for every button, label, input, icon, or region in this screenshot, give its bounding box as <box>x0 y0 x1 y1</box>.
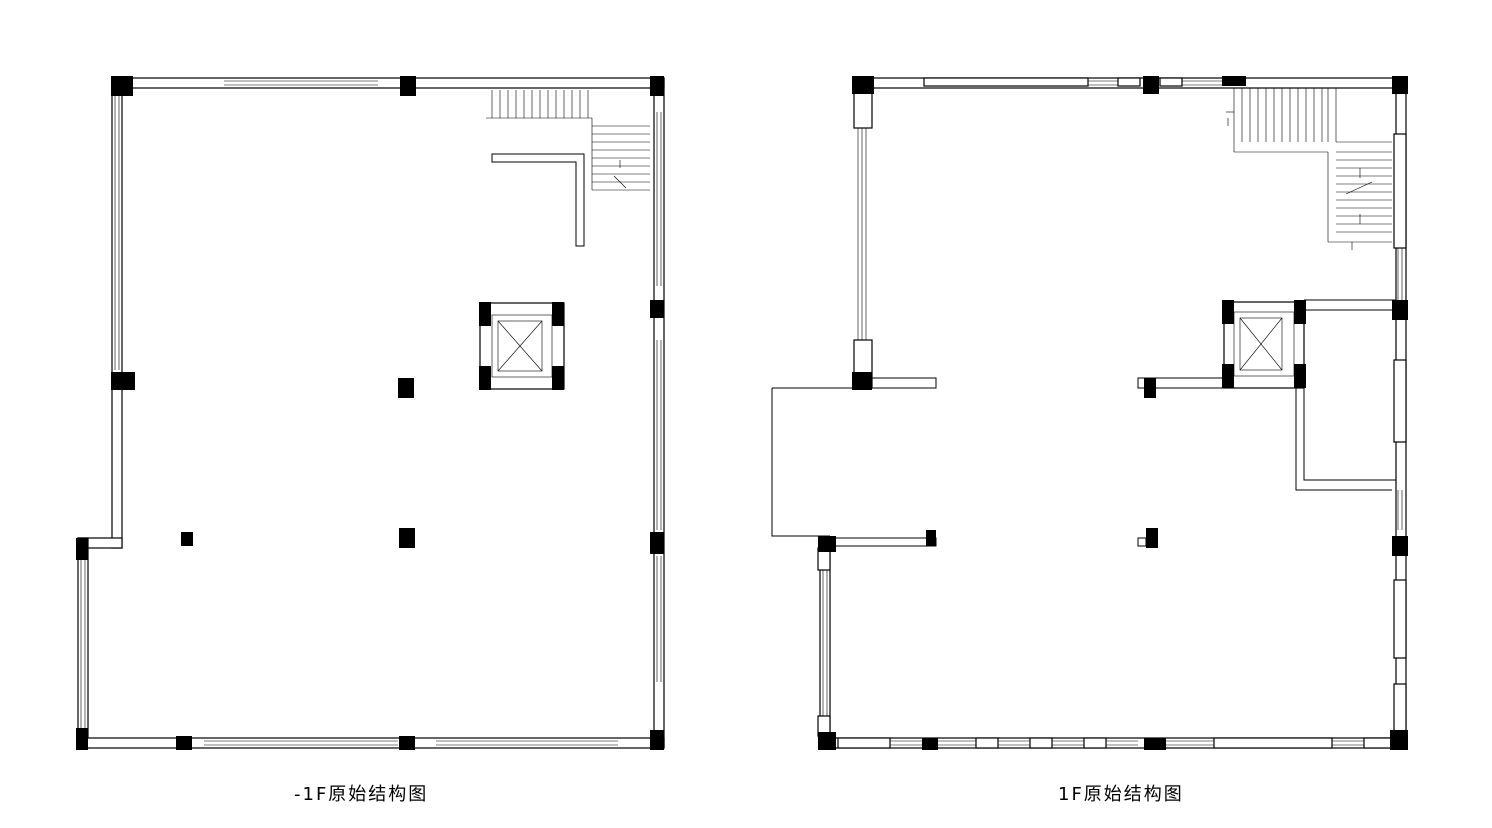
basement-stair <box>486 90 650 247</box>
basement-columns <box>76 76 664 750</box>
basement-windows <box>80 80 662 746</box>
basement-plan-caption: -1F原始结构图 <box>294 784 429 805</box>
first-floor-walls <box>771 77 1407 749</box>
first-floor-plan-caption: 1F原始结构图 <box>1058 784 1184 805</box>
first-floor-elevator <box>1222 300 1306 389</box>
first-floor-stair <box>1226 88 1392 250</box>
first-floor-plan <box>771 76 1408 750</box>
first-floor-windows <box>817 77 1407 749</box>
first-floor-columns <box>818 76 1408 750</box>
basement-plan <box>76 76 665 750</box>
basement-elevator <box>479 302 565 390</box>
